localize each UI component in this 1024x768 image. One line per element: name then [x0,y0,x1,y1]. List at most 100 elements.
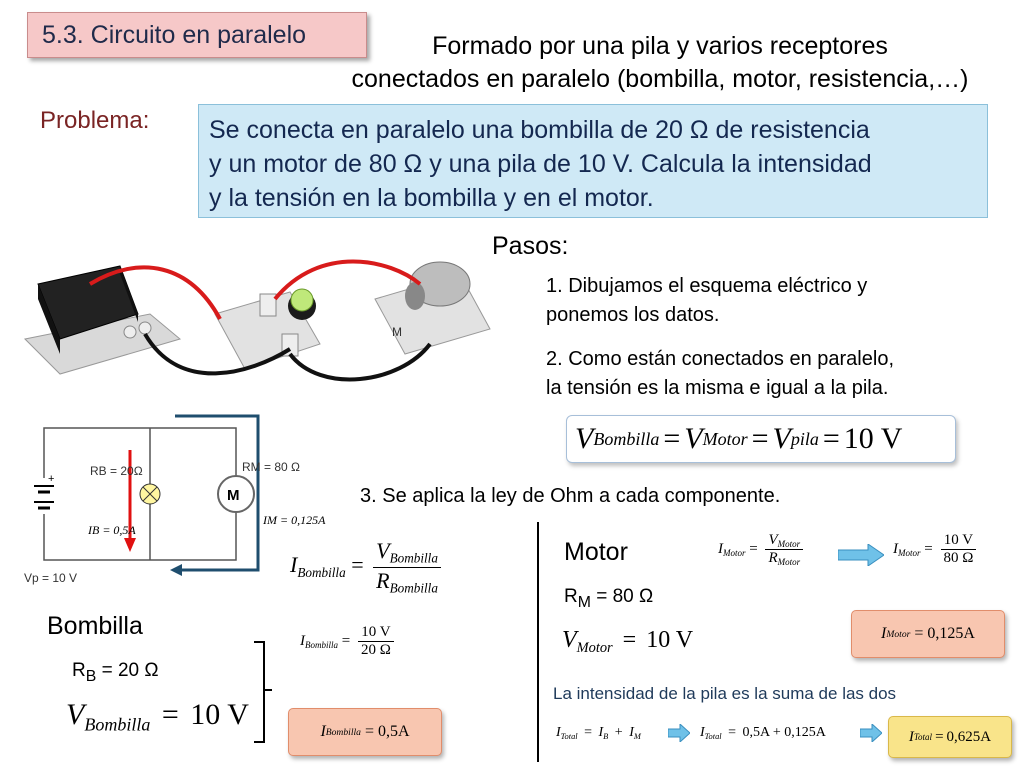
eq-sign: = [161,698,179,731]
lamp-cross-2 [142,486,158,502]
value: 0,625A [946,728,992,745]
fraction: 10 V 80 Ω [940,532,977,567]
eq-sign: = [663,422,681,455]
motor-arrow-head [170,564,182,576]
fraction: VBombilla RBombilla [373,538,441,596]
lhs-sub: Motor [886,628,911,640]
eq-sign: = [728,725,736,740]
num: V [376,538,390,563]
bracket-icon [254,641,272,743]
v-value: 10 V [843,422,903,455]
motor-resistance: RM = 80 Ω [564,586,653,612]
numerator: 10 V [940,532,977,550]
intro-line-2: conectados en paralelo (bombilla, motor,… [351,65,969,93]
red-wire-2 [273,259,422,301]
bulb-icon [290,288,314,312]
battery-side [38,284,60,354]
bombilla-resistance: RB = 20 Ω [72,660,159,686]
lhs: I [320,723,326,740]
slide-title: 5.3. Circuito en paralelo [27,12,367,58]
schematic-rm-label: RM = 80 Ω [242,460,300,474]
lhs-sub: Motor [576,640,613,657]
schematic-vp-label: Vp = 10 V [24,571,77,585]
step-3: 3. Se aplica la ley de Ohm a cada compon… [360,485,781,507]
step-2: 2. Como están conectados en paralelo, la… [546,345,894,403]
terminal-screw [123,325,137,339]
eq-sign: = [935,728,944,745]
eq-sign: = [924,540,933,557]
problem-line-1: Se conecta en paralelo una bombilla de 2… [209,116,870,144]
step-1-line-1: 1. Dibujamos el esquema eléctrico y [546,275,868,297]
lhs-sub: Bombilla [84,714,151,735]
current-arrow-head [124,538,136,552]
problem-line-2: y un motor de 80 Ω y una pila de 10 V. C… [209,150,872,178]
step-2-line-1: 2. Como están conectados en paralelo, [546,348,894,370]
plus-sign: + [614,725,623,740]
denominator: 20 Ω [360,642,391,658]
bombilla-substitution: IBombilla = 10 V 20 Ω [300,624,398,659]
lamp-terminal [259,293,277,317]
motor-symbol-icon [217,475,255,513]
term-2-sub: M [633,731,641,741]
term-1-sub: B [603,731,609,741]
problem-line-3: y la tensión en la bombilla y en el moto… [209,184,654,212]
lhs: V [66,698,85,731]
lhs-sub: Motor [723,548,746,559]
v-symbol: V [575,422,594,455]
total-substitution: ITotal = 0,5A + 0,125A [700,725,826,741]
lhs: I [300,632,305,649]
eq-sign: = [749,541,758,558]
step-1: 1. Dibujamos el esquema eléctrico y pone… [546,272,867,330]
motor-board-mark: M [392,325,402,339]
lhs: I [893,540,898,557]
lhs-sub: Total [913,732,933,742]
intro-line-1: Formado por una pila y varios receptores [432,32,888,60]
battery-side-2 [120,266,138,322]
terminal-screw-2 [138,321,152,335]
eq-sign: = [622,627,637,653]
denominator: RBombilla [373,568,441,597]
eq-sign: = [584,725,592,740]
value: 0,125A [927,625,975,642]
term-2: I [629,725,634,740]
arrow-right-icon [668,724,690,742]
battery-plus-label: + [48,473,54,485]
den: R [768,550,778,567]
num-sub: Motor [777,539,801,550]
fraction: 10 V 20 Ω [358,624,394,659]
lhs-sub: Bombilla [305,640,338,651]
problem-box: Se conecta en paralelo una bombilla de 2… [198,104,988,218]
i-bombilla-formula: IBombilla = VBombilla RBombilla [290,538,445,596]
eq-sign: = [351,552,364,578]
schematic-im-label: IM = 0,125A [262,513,326,527]
black-wire-2 [288,342,432,382]
value: 0,5A [377,723,410,740]
lhs: I [881,625,887,642]
denominator: RMotor [765,550,803,567]
circuit-photo-illustration: M [23,259,491,382]
lhs: V [562,627,577,653]
lhs: I [718,541,723,558]
arrow-right-icon [860,724,882,742]
fraction: VMotor RMotor [765,532,804,567]
v-sub-bombilla: Bombilla [593,428,660,449]
eq-sign: = [341,632,351,649]
term-1: I [598,725,604,740]
denominator: 80 Ω [943,550,974,566]
arrow-right-icon [838,544,884,566]
schematic-ib-label: IB = 0,5A [87,523,136,537]
lhs: I [290,552,298,578]
problem-label: Problema: [40,107,150,134]
v-sub-pila: pila [790,428,819,449]
lhs-sub: Motor [898,548,921,559]
r-prefix: R [72,660,86,681]
v-motor-equation: VMotor = 10 V [562,627,693,657]
schematic-rb-label: RB = 20Ω [90,464,143,478]
num: V [768,532,778,548]
den: R [376,567,390,593]
bombilla-section-label: Bombilla [47,612,143,640]
numerator: VBombilla [373,538,441,568]
